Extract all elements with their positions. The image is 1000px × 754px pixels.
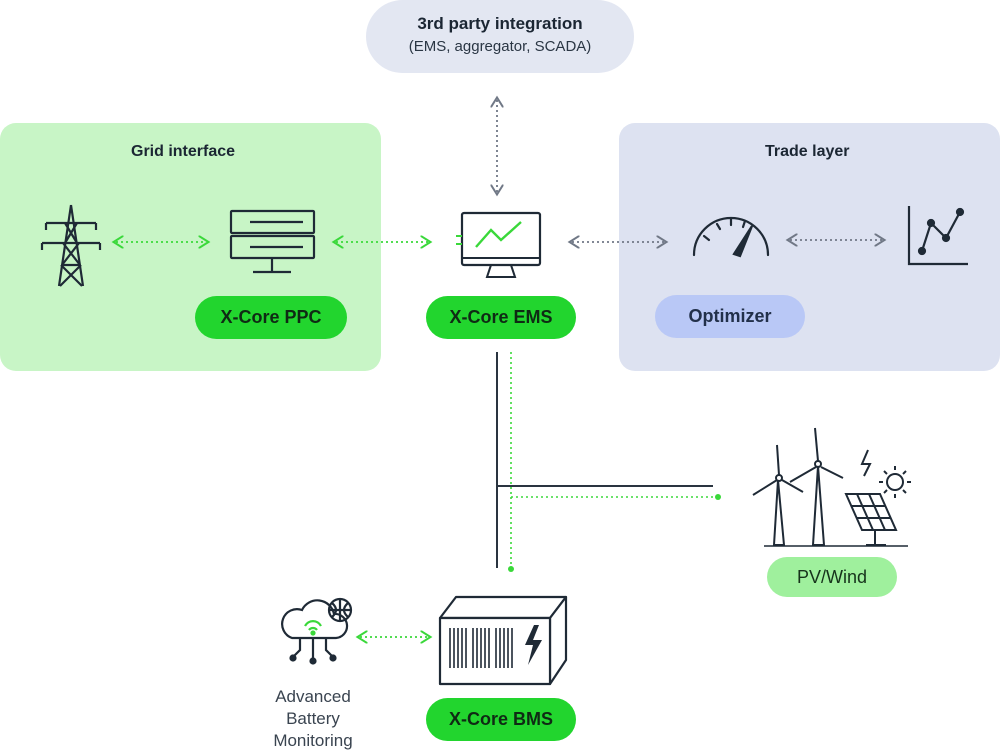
third-party-integration-bubble: 3rd party integration (EMS, aggregator, …	[366, 0, 634, 73]
grid-interface-title: Grid interface	[131, 143, 236, 160]
ppc-server-icon	[229, 209, 316, 274]
bms-battery-icon	[438, 595, 568, 686]
third-party-subtitle: (EMS, aggregator, SCADA)	[408, 38, 592, 55]
trade-chart-icon	[907, 206, 968, 266]
battery-monitoring-caption: Advanced Battery Monitoring	[250, 686, 376, 752]
battery-monitoring-line1: Advanced	[275, 687, 351, 706]
battery-monitoring-line2: Battery	[286, 709, 340, 728]
x-core-bms-label[interactable]: X-Core BMS	[426, 698, 576, 741]
transmission-tower-icon	[40, 204, 102, 287]
bms-data-node	[508, 566, 514, 572]
pvwind-data-node	[715, 494, 721, 500]
x-core-ems-label[interactable]: X-Core EMS	[426, 296, 576, 339]
ems-monitor-icon	[456, 211, 542, 278]
third-party-title: 3rd party integration	[417, 14, 583, 33]
optimizer-label[interactable]: Optimizer	[655, 295, 805, 338]
x-core-ppc-label[interactable]: X-Core PPC	[195, 296, 347, 339]
gauge-icon	[692, 216, 770, 258]
battery-monitoring-line3: Monitoring	[273, 731, 353, 750]
cloud-monitoring-icon	[281, 597, 353, 665]
pv-wind-label[interactable]: PV/Wind	[767, 557, 897, 597]
wind-solar-icon	[752, 427, 911, 547]
trade-layer-title: Trade layer	[765, 143, 850, 160]
